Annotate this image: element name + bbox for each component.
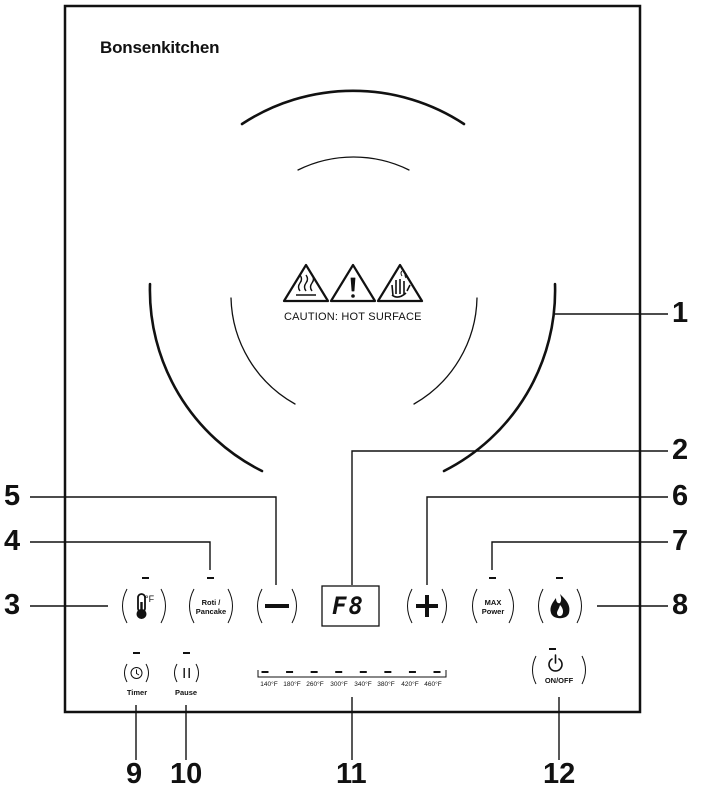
bracket-minus	[257, 588, 297, 624]
callout-12: 12	[543, 758, 576, 790]
timer-label: Timer	[126, 688, 148, 697]
temp-level-led	[384, 671, 392, 673]
hot-surface-icon	[282, 263, 330, 303]
bracket-plus	[407, 588, 447, 624]
temp-level-led	[310, 671, 318, 673]
temp-level-led	[335, 671, 343, 673]
bracket-temp	[122, 588, 166, 624]
display-value: F8	[332, 592, 365, 620]
temp-unit-label: °F	[145, 594, 155, 604]
max-power-button[interactable]: MAX Power	[482, 598, 505, 616]
brand-logo: Bonsenkitchen	[100, 38, 220, 57]
bracket-fire	[538, 588, 582, 624]
minus-button[interactable]	[265, 604, 289, 608]
callout-5: 5	[4, 480, 21, 512]
exclamation-warning-icon	[329, 263, 377, 303]
roti-label: Roti /	[201, 598, 221, 607]
temp-level-420: 420°F	[401, 681, 419, 688]
roti-pancake-button[interactable]: Roti / Pancake	[196, 598, 226, 616]
pause-label: Pause	[174, 688, 198, 697]
temperature-level-bar	[257, 670, 447, 678]
leader-4	[30, 541, 211, 570]
bracket-max	[472, 588, 514, 624]
power-icon[interactable]	[548, 654, 563, 672]
plus-button[interactable]	[416, 595, 438, 617]
callout-lines	[30, 313, 668, 760]
outer-ring-top	[240, 89, 466, 126]
outer-ring-left	[148, 282, 264, 473]
bracket-onoff	[532, 655, 586, 685]
leader-5	[30, 496, 277, 585]
fire-boost-icon[interactable]	[550, 594, 570, 619]
temp-level-340: 340°F	[354, 681, 372, 688]
outer-ring-right	[442, 282, 557, 473]
callout-8: 8	[672, 589, 689, 621]
leader-7	[491, 541, 668, 570]
callout-6: 6	[672, 480, 689, 512]
temp-level-380: 380°F	[377, 681, 395, 688]
no-touch-hand-icon	[376, 263, 424, 303]
inner-ring-top	[297, 156, 410, 171]
leader-2	[351, 450, 668, 585]
temp-level-300: 300°F	[330, 681, 348, 688]
callout-2: 2	[672, 434, 689, 466]
temp-level-led	[359, 671, 367, 673]
callout-1: 1	[672, 297, 689, 329]
pause-icon[interactable]	[183, 668, 190, 678]
inner-ring-left	[230, 297, 296, 405]
cooking-zone	[148, 89, 557, 473]
inner-ring-right	[413, 297, 478, 405]
warning-icons	[282, 263, 424, 303]
temp-level-260: 260°F	[306, 681, 324, 688]
temp-level-460: 460°F	[424, 681, 442, 688]
bracket-pause	[174, 663, 199, 683]
digital-display	[321, 585, 380, 627]
timer-icon[interactable]	[130, 667, 143, 679]
temp-level-led	[408, 671, 416, 673]
temp-level-led	[286, 671, 294, 673]
callout-7: 7	[672, 525, 689, 557]
caution-text: CAUTION: HOT SURFACE	[284, 311, 422, 323]
callout-11: 11	[336, 758, 367, 790]
temp-level-180: 180°F	[283, 681, 301, 688]
callout-9: 9	[126, 758, 143, 790]
callout-10: 10	[170, 758, 203, 790]
bracket-roti	[189, 588, 233, 624]
temp-level-led	[433, 671, 441, 673]
temp-level-140: 140°F	[260, 681, 278, 688]
leader-6	[426, 496, 668, 585]
temp-level-led	[261, 671, 269, 673]
pancake-label: Pancake	[195, 607, 227, 616]
max-label: MAX	[484, 598, 502, 607]
callout-3: 3	[4, 589, 21, 621]
indicator-leds	[133, 577, 563, 654]
power-label: Power	[481, 607, 505, 616]
button-brackets	[122, 588, 586, 685]
bracket-timer	[124, 663, 149, 683]
callout-4: 4	[4, 525, 21, 557]
thermometer-icon	[136, 593, 147, 619]
on-off-label: ON/OFF	[544, 676, 574, 685]
